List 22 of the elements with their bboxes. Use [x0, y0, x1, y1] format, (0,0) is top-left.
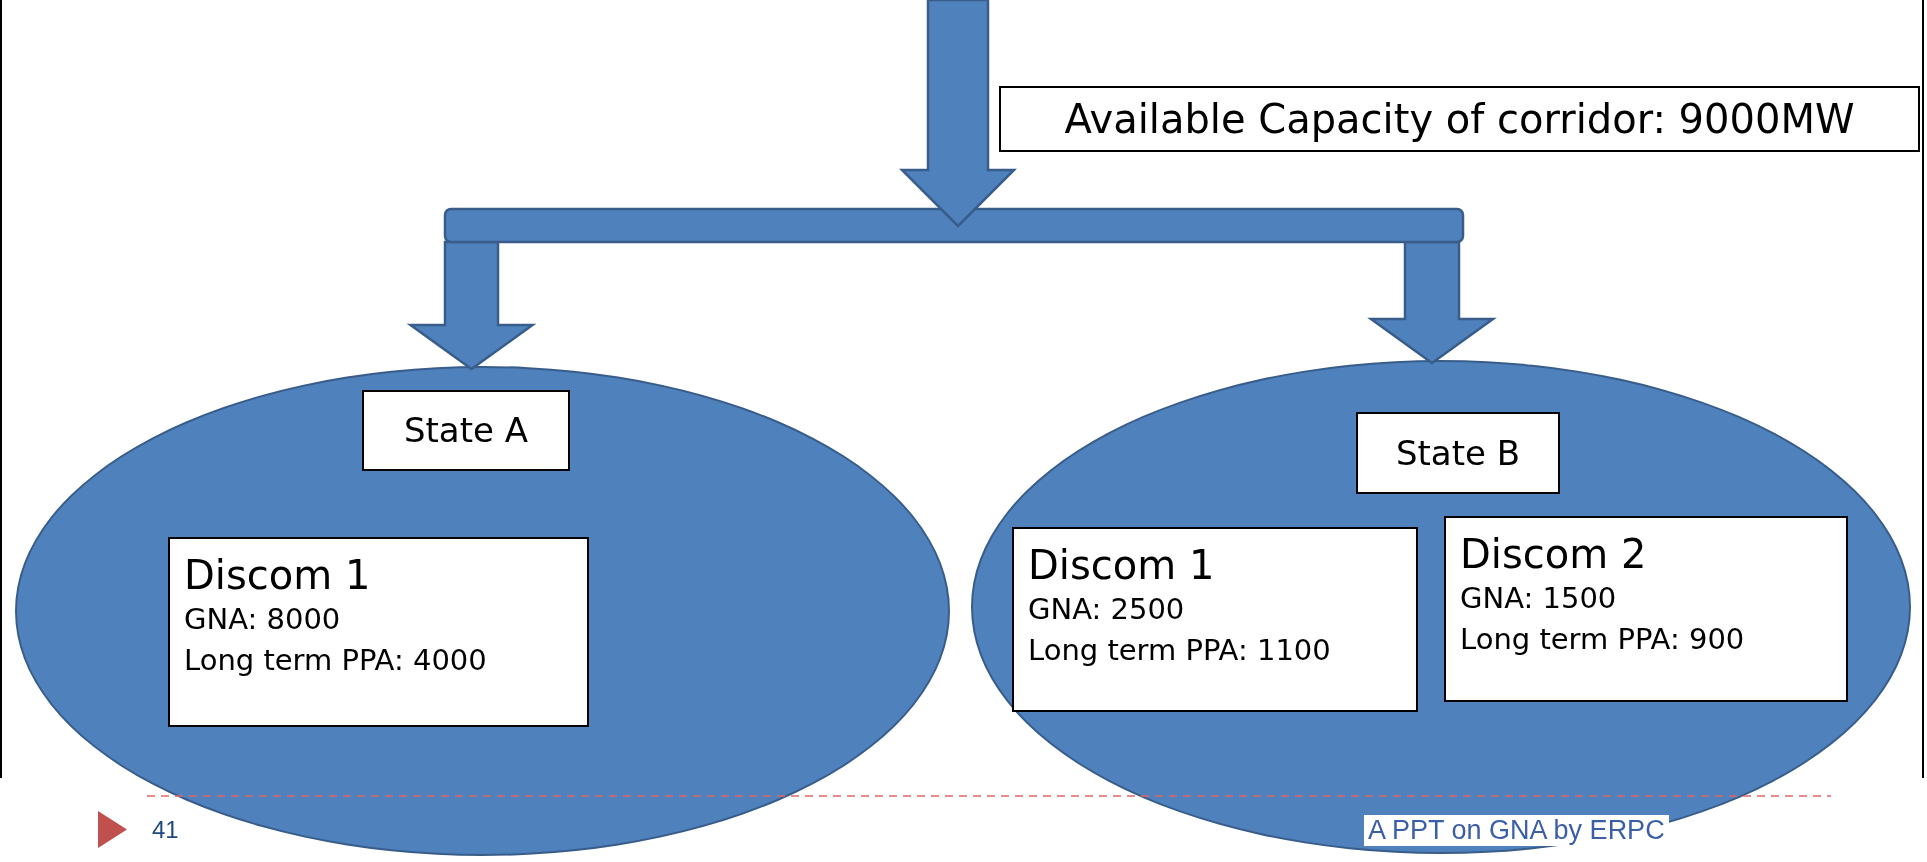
footer-text: A PPT on GNA by ERPC [1364, 815, 1669, 846]
box-text: GNA: 2500 [1028, 591, 1185, 628]
text-box [999, 86, 1920, 152]
box-text: Long term PPA: 900 [1460, 620, 1745, 658]
split-arrow-trunk [443, 0, 1465, 244]
box-heading: State A [403, 410, 529, 451]
box-heading: State B [1395, 432, 1521, 474]
box-heading: Available Capacity of corridor: 9000MW [1064, 95, 1855, 143]
block-arrow [406, 240, 537, 371]
box-text: Long term PPA: 4000 [184, 641, 487, 679]
text-box [1356, 412, 1560, 494]
text-box [1012, 527, 1418, 712]
block-arrow [1367, 240, 1497, 365]
text-box [362, 390, 570, 471]
box-text: Long term PPA: 1100 [1028, 631, 1331, 669]
box-heading: Discom 1 [184, 551, 371, 599]
box-heading: Discom 2 [1460, 530, 1647, 578]
box-heading: Discom 1 [1028, 541, 1215, 589]
box-text: GNA: 1500 [1460, 580, 1617, 617]
box-text: GNA: 8000 [184, 601, 341, 638]
text-box [1444, 516, 1848, 702]
text-box [168, 537, 589, 727]
